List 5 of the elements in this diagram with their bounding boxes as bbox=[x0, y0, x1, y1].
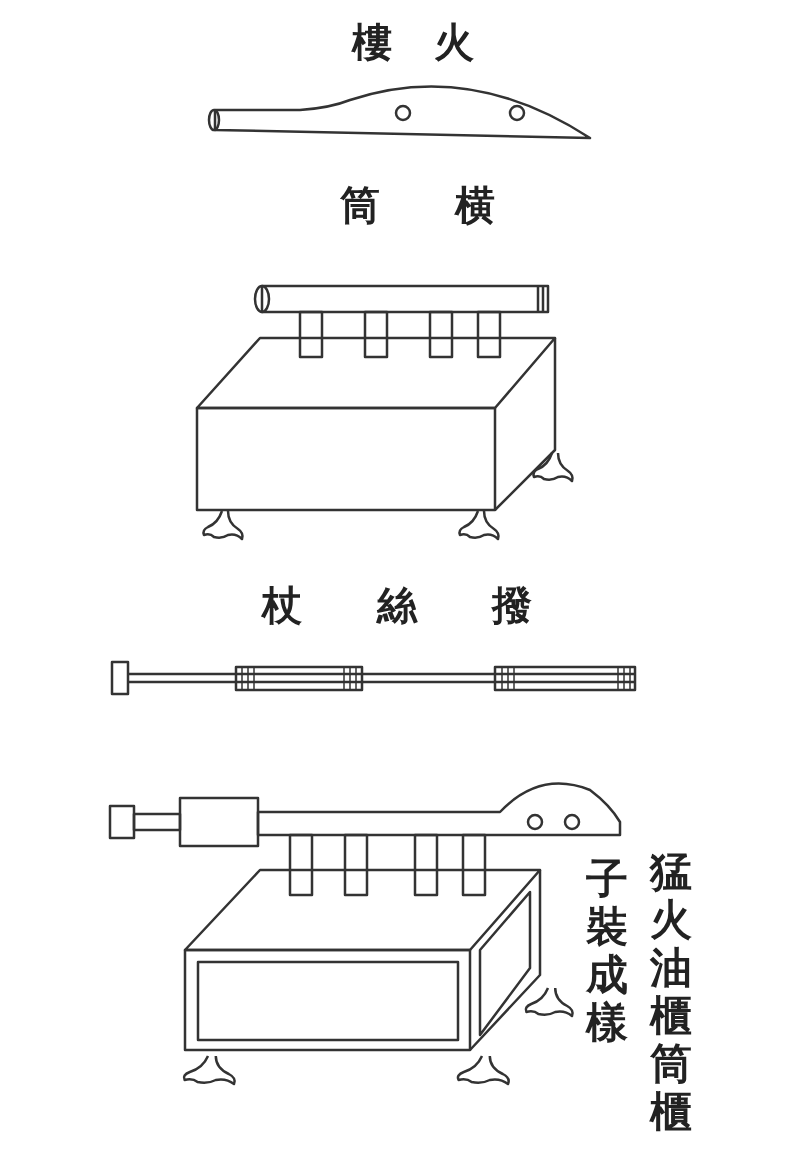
caption-text: 杖絲撥 bbox=[262, 580, 607, 630]
vertical-caption: 猛火油櫃筒櫃 bbox=[650, 848, 693, 1136]
caption-text: 筒横 bbox=[340, 180, 570, 230]
vertical-caption: 子裝成樣 bbox=[586, 855, 629, 1047]
caption-text: 樓火 bbox=[352, 17, 516, 67]
